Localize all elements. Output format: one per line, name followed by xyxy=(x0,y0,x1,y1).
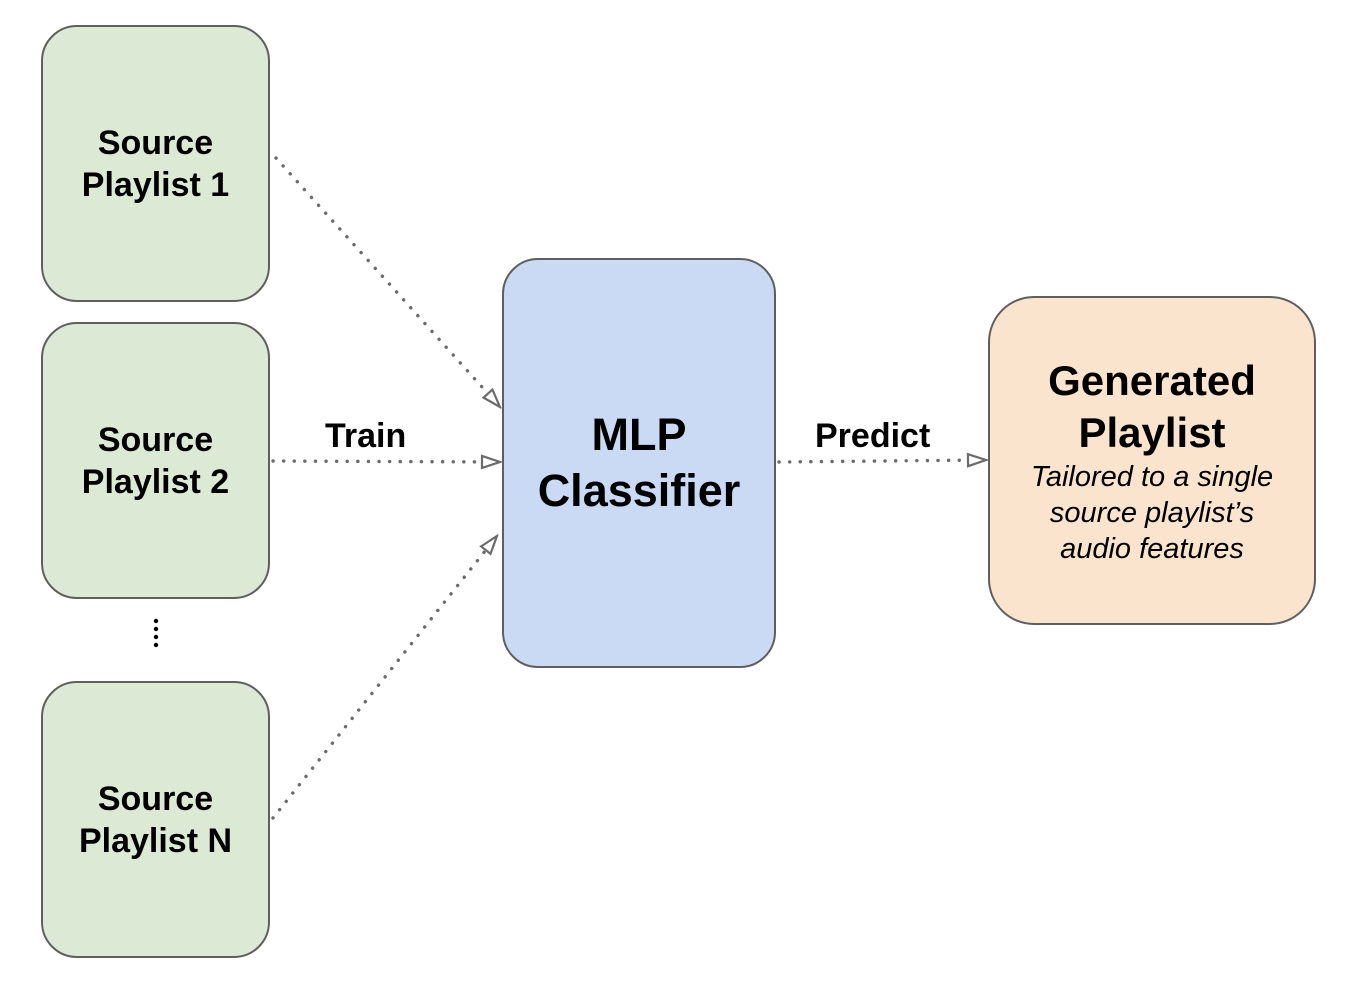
source-playlist-n-node: Source Playlist N xyxy=(41,681,270,958)
edge-source-n-to-classifier xyxy=(271,536,497,820)
generated-playlist-title-line-1: Generated xyxy=(1048,356,1256,404)
generated-playlist-title-line-2: Playlist xyxy=(1078,408,1226,456)
generated-playlist-description-line-2: source playlist’s xyxy=(1049,496,1255,529)
source-playlist-1-line-1: Source xyxy=(97,123,214,162)
vertical-ellipsis xyxy=(153,618,159,648)
generated-playlist-node: Generated Playlist Tailored to a single … xyxy=(988,296,1316,625)
generated-playlist-description-line-3: audio features xyxy=(1060,532,1244,565)
mlp-classifier-line-2: Classifier xyxy=(537,465,741,516)
train-edge-label: Train xyxy=(325,417,407,455)
edge-source-2-to-classifier xyxy=(271,461,500,462)
source-playlist-1-node: Source Playlist 1 xyxy=(41,25,270,302)
mlp-classifier-node: MLP Classifier xyxy=(502,258,776,668)
source-playlist-2-line-1: Source xyxy=(97,420,214,459)
generated-playlist-description-line-1: Tailored to a single xyxy=(1030,460,1274,493)
source-playlist-2-line-2: Playlist 2 xyxy=(81,462,230,501)
source-playlist-1-line-2: Playlist 1 xyxy=(81,165,230,204)
predict-edge-label: Predict xyxy=(815,417,931,455)
mlp-classifier-line-1: MLP xyxy=(591,409,687,460)
source-playlist-2-node: Source Playlist 2 xyxy=(41,322,270,599)
edge-classifier-to-generated xyxy=(777,460,986,462)
source-playlist-n-line-2: Playlist N xyxy=(78,821,233,860)
source-playlist-n-line-1: Source xyxy=(97,779,214,818)
edge-source-1-to-classifier xyxy=(274,156,500,407)
